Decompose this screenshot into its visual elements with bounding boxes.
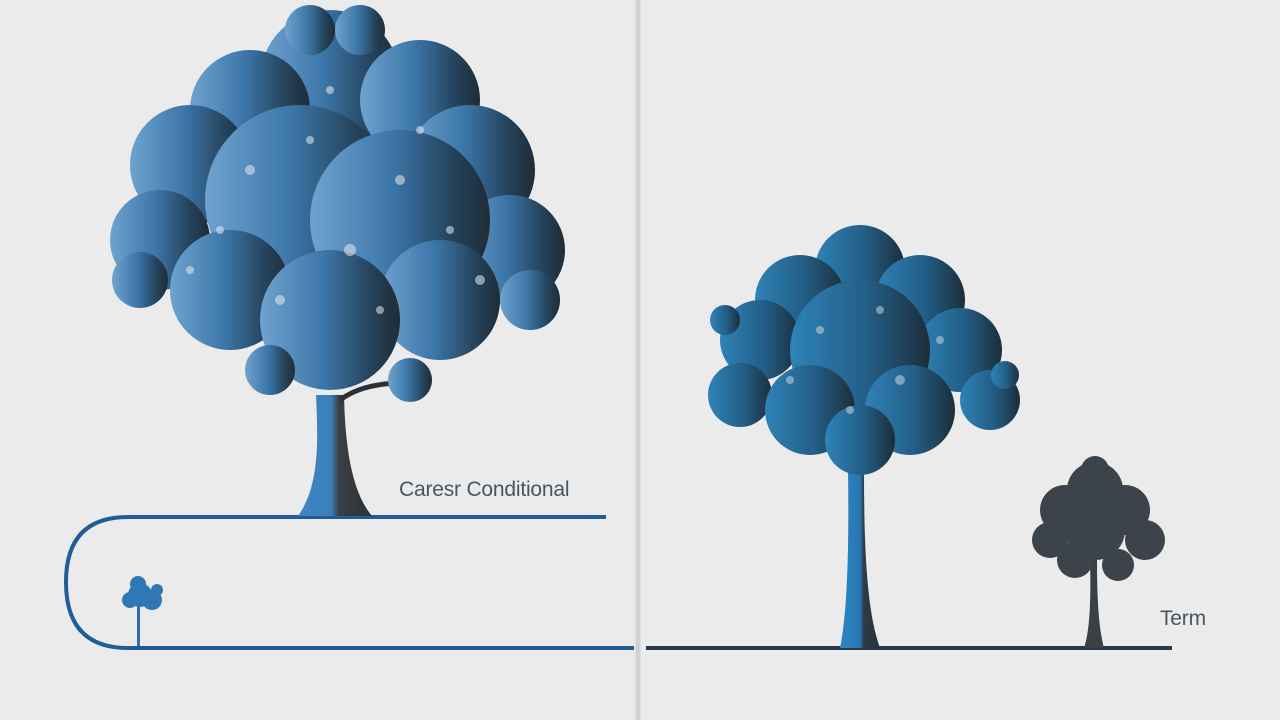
growth-path-line <box>63 515 634 650</box>
large-tree-icon <box>110 5 565 516</box>
medium-tree-icon <box>708 225 1020 648</box>
term-label: Term <box>1160 607 1206 630</box>
caresr-conditional-label: Caresr Conditional <box>399 478 570 501</box>
sapling-icon <box>122 576 163 646</box>
small-tree-icon <box>1032 456 1165 648</box>
